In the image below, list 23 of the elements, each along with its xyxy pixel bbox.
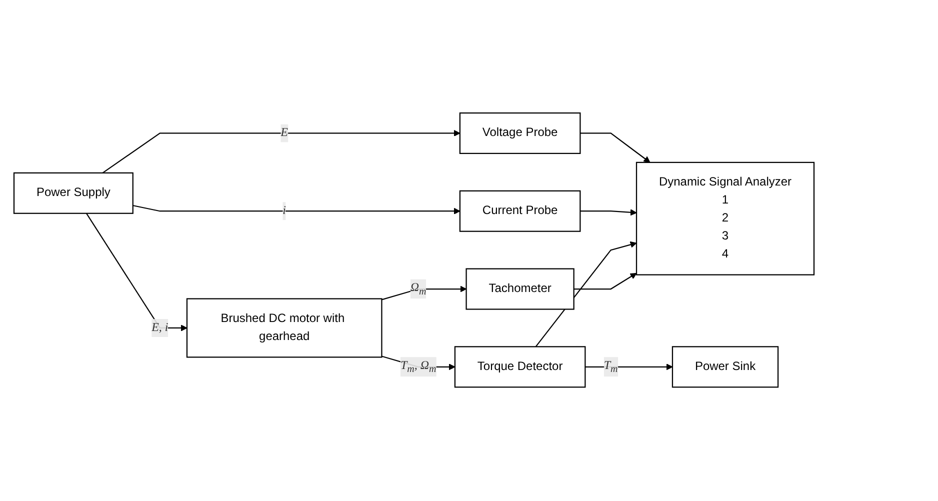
arrow <box>585 364 673 371</box>
arrow <box>132 205 460 215</box>
arrow <box>102 130 460 174</box>
arrow <box>580 133 650 164</box>
arrow <box>580 210 637 216</box>
arrow <box>535 242 637 348</box>
node-box: Power Sink <box>672 346 779 388</box>
arrow <box>382 286 467 301</box>
node-box: Brushed DC motor with gearhead <box>186 298 382 358</box>
arrow <box>86 214 188 332</box>
edge-label: E, i <box>152 322 168 334</box>
edge-label: Ω$_{m}$ <box>410 282 426 298</box>
node-box: Torque Detector <box>454 346 586 388</box>
node-box: Voltage Probe <box>459 112 581 154</box>
node-box: Current Probe <box>459 190 581 232</box>
edge-label: T$_{m}$, Ω$_{m}$ <box>400 360 436 375</box>
edge-label: i <box>282 204 286 218</box>
edge-label: T$_{m}$ <box>604 360 618 375</box>
node-box: Tachometer <box>466 268 574 310</box>
node-box: Power Supply <box>13 172 134 214</box>
edge-label: E <box>280 126 288 140</box>
arrow <box>574 273 637 290</box>
node-box: Dynamic Signal Analyzer 1 2 3 4 <box>636 162 815 276</box>
